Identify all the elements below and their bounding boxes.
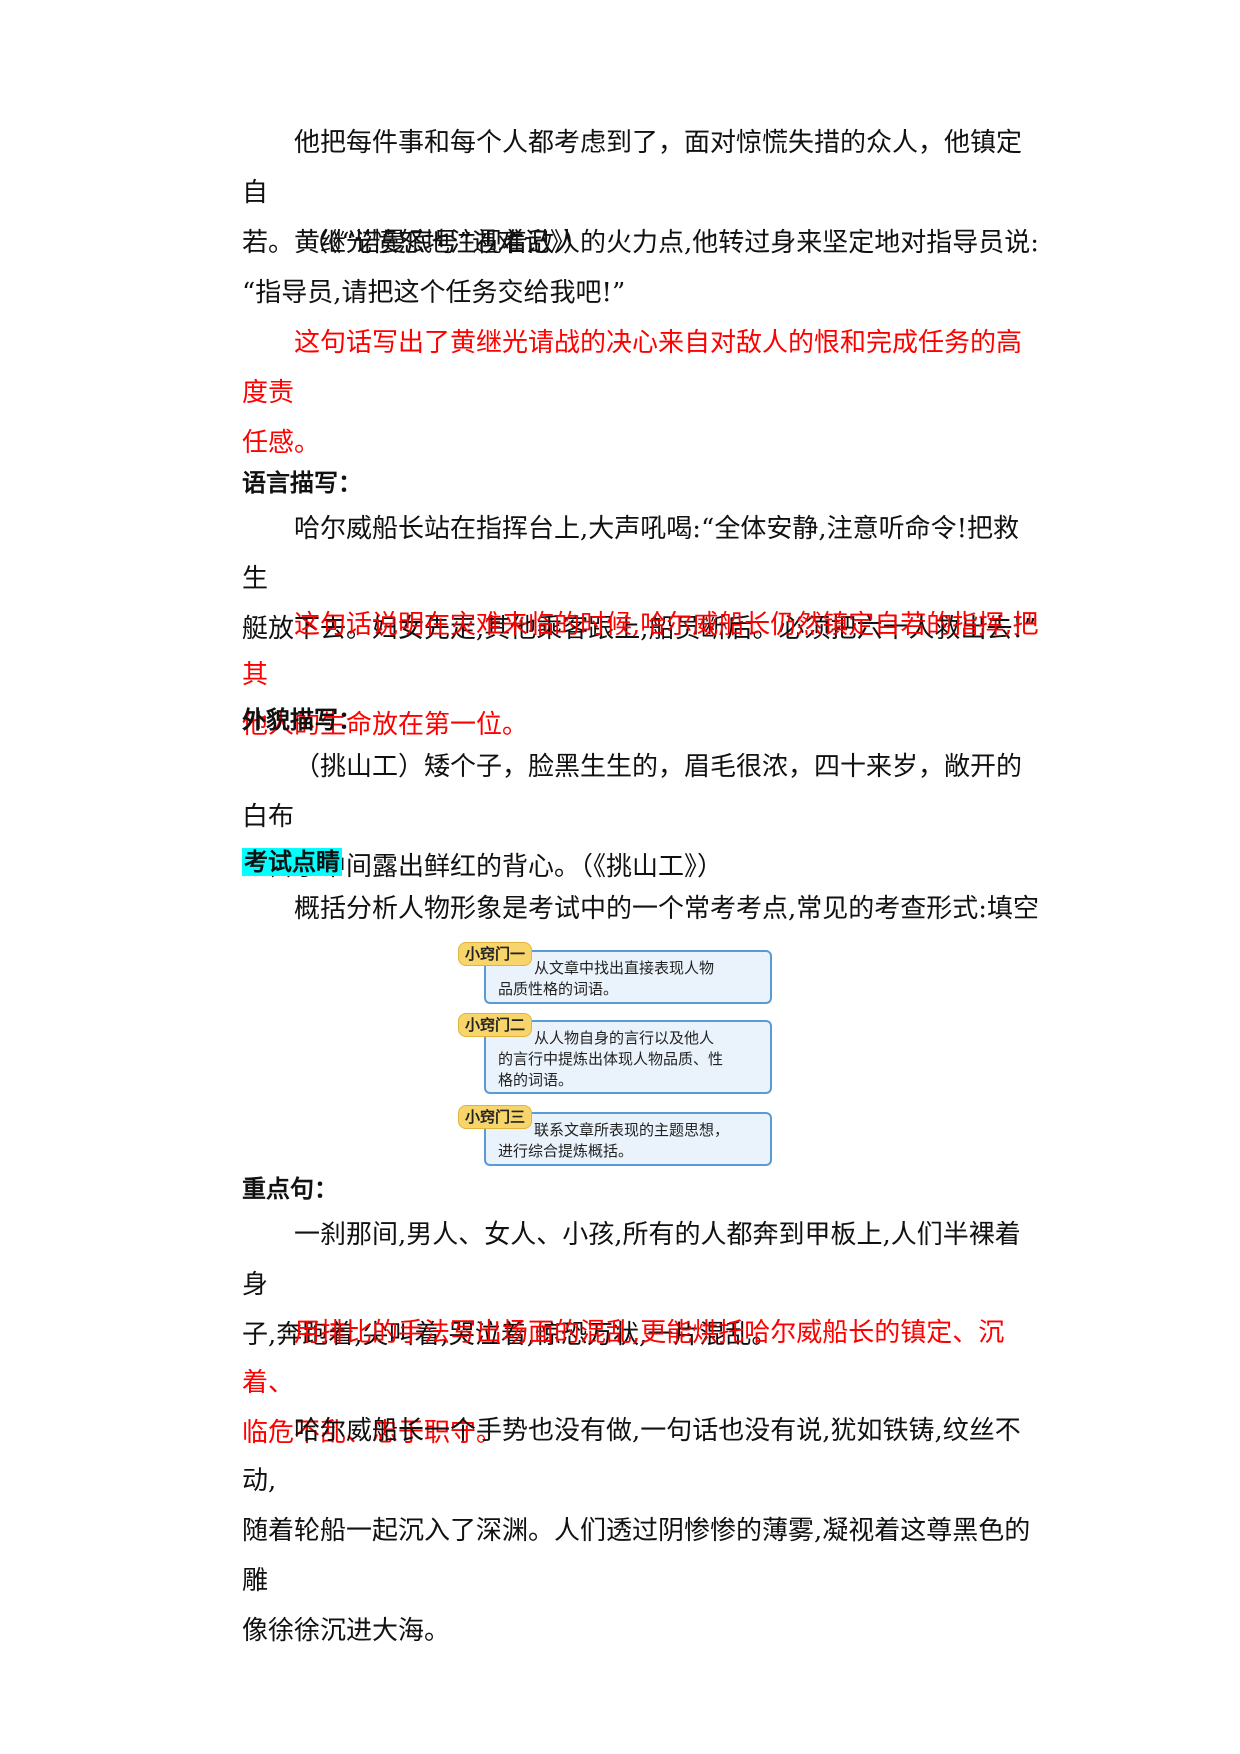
tip-label-3: 小窍门三 xyxy=(458,1105,533,1129)
paragraph-captain-considers: 他把每件事和每个人都考虑到了，面对惊慌失措的众人，他镇定自 若。 （《“诺曼底号… xyxy=(242,128,1023,258)
paragraph-huang-jiguang: 黄继光愤怒地注视着敌人的火力点,他转过身来坚定地对指导员说: “指导员,请把这个… xyxy=(242,228,1040,308)
heading-key-sentence: 重点句： xyxy=(242,1175,338,1203)
paragraph-captain-sinks: 哈尔威船长一个手势也没有做,一句话也没有说,犹如铁铸,纹丝不动, 随着轮船一起沉… xyxy=(242,1416,1031,1646)
annotation-huang-jiguang: 这句话写出了黄继光请战的决心来自对敌人的恨和完成任务的高度责 任感。 xyxy=(242,328,1023,458)
paragraph-captain-orders: 哈尔威船长站在指挥台上,大声吼喝:“全体安静,注意听命令!把救生 艇放下去。妇女… xyxy=(242,514,1037,644)
tip-box-1: 从文章中找出直接表现人物 品质性格的词语。 xyxy=(484,950,772,1004)
paragraph-porter: （挑山工）矮个子，脸黑生生的，眉毛很浓，四十来岁，敞开的白布 土褂子中间露出鲜红… xyxy=(242,752,1023,882)
paragraph-exam-intro: 概括分析人物形象是考试中的一个常考考点,常见的考查形式:填空 xyxy=(294,894,1040,924)
tip-label-2: 小窍门二 xyxy=(458,1013,533,1037)
tip-box-2: 从人物自身的言行以及他人 的言行中提炼出体现人物品质、性 格的词语。 xyxy=(484,1020,772,1094)
annotation-chaos: 用排比的手法写出场面的混乱,更能烘托哈尔威船长的镇定、沉着、 临危不乱、忠于职守… xyxy=(242,1318,1005,1448)
heading-appearance-description: 外貌描写： xyxy=(242,706,362,734)
tip-box-3: 联系文章所表现的主题思想， 进行综合提炼概括。 xyxy=(484,1112,772,1166)
exam-tips-highlight: 考试点睛 xyxy=(242,848,342,876)
annotation-captain-orders: 这句话说明在灾难来临的时候,哈尔威船长仍然镇定自若的指挥,把其 他人的生命放在第… xyxy=(242,610,1039,740)
paragraph-chaos: 一刹那间,男人、女人、小孩,所有的人都奔到甲板上,人们半裸着身 子,奔跑着,尖叫… xyxy=(242,1220,1021,1350)
tip-label-1: 小窍门一 xyxy=(458,942,533,966)
heading-exam-tips: 考试点睛 xyxy=(242,845,342,879)
heading-language-description: 语言描写： xyxy=(242,469,362,497)
